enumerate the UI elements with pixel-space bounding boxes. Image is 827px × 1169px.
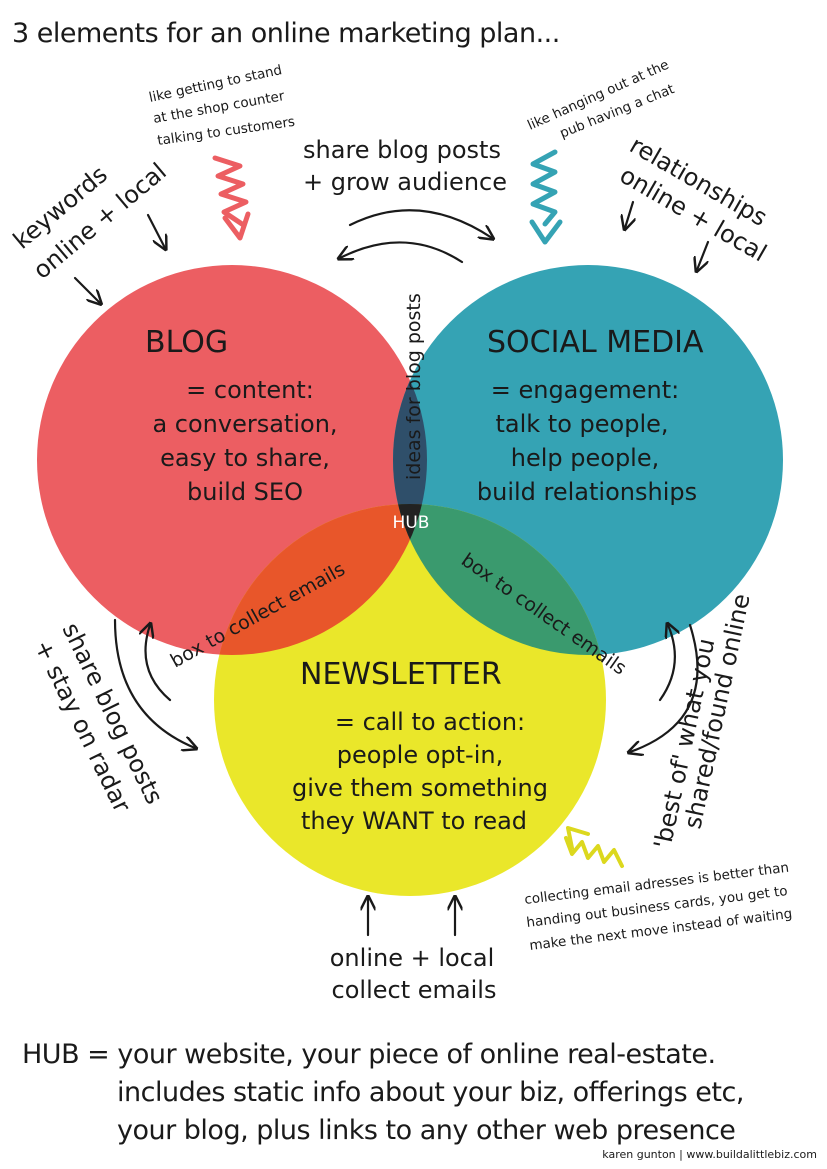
squiggle-arrow-red	[212, 155, 249, 227]
collect-emails-label: collect emails	[332, 976, 497, 1004]
share-grow-label: + grow audience	[303, 168, 507, 196]
squiggle-arrow-teal	[530, 149, 558, 227]
hub-definition-line: HUB = your website, your piece of online…	[22, 1039, 716, 1070]
arrow-relationships-2	[697, 240, 710, 270]
arrow-keywords-2	[73, 276, 100, 303]
hub-definition-line: your blog, plus links to any other web p…	[117, 1115, 736, 1146]
squiggle-arrowhead-yellow	[566, 826, 590, 850]
arrow-best-of-down	[630, 623, 699, 752]
social-line: talk to people,	[495, 410, 668, 438]
arrow-relationships-1	[625, 200, 633, 228]
arrow-share-radar-up	[146, 625, 172, 702]
hub-definition: HUB = your website, your piece of online…	[22, 1036, 812, 1150]
overlap-social-newsletter	[393, 504, 606, 655]
blog-line: easy to share,	[160, 444, 330, 472]
hub-label: HUB	[393, 513, 430, 533]
newsletter-heading: NEWSLETTER	[300, 657, 502, 692]
ideas-for-blog-posts-label: ideas for blog posts	[403, 293, 425, 480]
blog-line: build SEO	[187, 478, 303, 506]
page-title: 3 elements for an online marketing plan.…	[12, 18, 560, 49]
blog-heading: BLOG	[145, 325, 228, 360]
collect-emails-label: online + local	[330, 944, 495, 972]
credit-line: karen gunton | www.buildalittlebiz.com	[602, 1148, 817, 1161]
arrow-share-radar-down	[113, 618, 195, 748]
newsletter-line: give them something	[292, 774, 548, 802]
blog-line: a conversation,	[152, 410, 337, 438]
newsletter-line: people opt-in,	[337, 741, 503, 769]
newsletter-line: = call to action:	[335, 708, 525, 736]
squiggle-arrow-yellow	[564, 836, 624, 868]
arrow-keywords-1	[146, 213, 165, 248]
social-line: help people,	[511, 444, 660, 472]
arrow-best-of-up	[658, 625, 675, 702]
arrow-ideas-to-blog	[340, 241, 464, 264]
hub-definition-line: includes static info about your biz, off…	[117, 1077, 744, 1108]
social-line: build relationships	[477, 478, 697, 506]
blog-line: = content:	[186, 376, 314, 404]
share-grow-label: share blog posts	[303, 136, 501, 164]
arrow-share-to-social	[348, 209, 492, 238]
overlap-blog-newsletter	[214, 504, 427, 655]
social-media-heading: SOCIAL MEDIA	[487, 325, 704, 360]
social-line: = engagement:	[491, 376, 680, 404]
squiggle-arrowhead-red	[222, 211, 251, 241]
newsletter-line: they WANT to read	[301, 807, 527, 835]
squiggle-arrowhead-teal	[529, 219, 563, 245]
